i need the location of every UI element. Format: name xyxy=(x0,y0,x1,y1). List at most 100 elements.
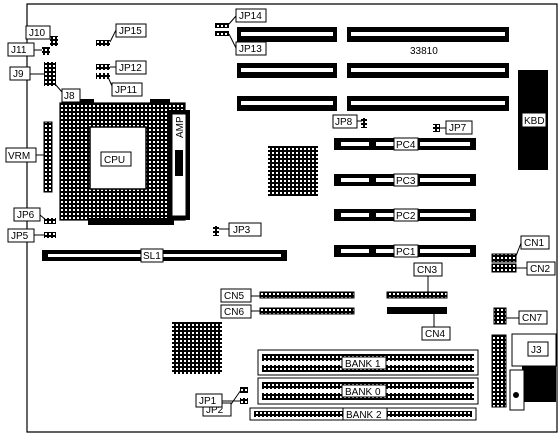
svg-text:PC4: PC4 xyxy=(396,140,416,151)
label-vrm: VRM xyxy=(5,147,37,163)
vrm-connector xyxy=(43,121,53,193)
label-jp3: JP3 xyxy=(228,222,262,237)
jp7-jumper xyxy=(433,124,440,132)
sl1-slot xyxy=(42,250,287,261)
svg-text:J11: J11 xyxy=(11,45,27,56)
label-pc1: PC1 xyxy=(393,244,419,258)
svg-text:JP14: JP14 xyxy=(239,11,262,22)
isa-slot-row-1: 33810 xyxy=(237,27,509,57)
cn3-header xyxy=(386,291,448,299)
svg-text:CN7: CN7 xyxy=(522,313,542,324)
j11-header xyxy=(42,47,50,55)
svg-text:KBD: KBD xyxy=(524,116,545,127)
label-pc2: PC2 xyxy=(393,208,419,222)
chipset-chip-lower xyxy=(172,322,222,374)
board-outline xyxy=(26,3,558,433)
svg-text:JP8: JP8 xyxy=(335,117,353,128)
label-jp6: JP6 xyxy=(13,207,41,222)
svg-text:CN3: CN3 xyxy=(417,265,437,276)
label-j9: J9 xyxy=(9,66,31,81)
label-pc3: PC3 xyxy=(393,173,419,187)
j3-connector-block xyxy=(491,333,557,411)
svg-text:CN2: CN2 xyxy=(530,264,550,275)
label-jp12: JP12 xyxy=(115,60,147,75)
svg-text:PC1: PC1 xyxy=(396,247,416,258)
svg-text:JP6: JP6 xyxy=(17,210,35,221)
svg-text:BANK 1: BANK 1 xyxy=(345,359,381,370)
svg-text:JP1: JP1 xyxy=(199,396,217,407)
svg-text:J8: J8 xyxy=(64,91,75,102)
label-sl1: SL1 xyxy=(140,248,164,263)
svg-text:JP5: JP5 xyxy=(11,231,29,242)
jp3-jumper xyxy=(213,226,219,236)
svg-text:JP13: JP13 xyxy=(239,44,262,55)
svg-text:J10: J10 xyxy=(29,28,46,39)
label-bank2: BANK 2 xyxy=(342,407,388,421)
label-jp15: JP15 xyxy=(115,23,147,38)
svg-text:JP3: JP3 xyxy=(233,225,251,236)
svg-text:SL1: SL1 xyxy=(143,251,161,262)
svg-text:VRM: VRM xyxy=(8,151,30,162)
cn2-header xyxy=(491,263,517,273)
chipset-chip-upper xyxy=(268,146,318,196)
svg-text:J3: J3 xyxy=(531,345,542,356)
label-jp14: JP14 xyxy=(235,8,267,23)
jp5-jumper xyxy=(44,232,56,238)
svg-text:JP15: JP15 xyxy=(119,26,142,37)
svg-text:BANK 2: BANK 2 xyxy=(346,410,382,421)
label-cn6: CN6 xyxy=(220,304,252,319)
label-amp: AMP xyxy=(175,116,186,138)
j10-header xyxy=(50,36,58,46)
svg-text:JP2: JP2 xyxy=(206,405,224,416)
isa-slot-row-2 xyxy=(237,63,509,78)
svg-text:CN1: CN1 xyxy=(524,238,544,249)
cn6-header xyxy=(259,307,355,315)
svg-text:PC2: PC2 xyxy=(396,211,416,222)
label-kbd: KBD xyxy=(521,112,547,128)
label-cpu: CPU xyxy=(100,151,132,167)
label-jp13: JP13 xyxy=(235,41,267,56)
svg-text:J9: J9 xyxy=(13,69,24,80)
svg-text:BANK 0: BANK 0 xyxy=(345,387,381,398)
j9-header xyxy=(44,62,56,86)
svg-text:CN5: CN5 xyxy=(224,291,244,302)
jp12-jumper xyxy=(96,64,110,70)
board-number: 33810 xyxy=(410,46,438,57)
label-cn4: CN4 xyxy=(421,326,451,341)
jp2-jumper xyxy=(240,387,248,393)
isa-slot-row-3 xyxy=(237,96,509,111)
label-cn7: CN7 xyxy=(518,310,548,325)
label-j10: J10 xyxy=(25,25,51,40)
svg-text:JP11: JP11 xyxy=(115,85,137,96)
jp11-jumper xyxy=(96,73,110,79)
svg-text:JP12: JP12 xyxy=(119,63,142,74)
label-jp11: JP11 xyxy=(111,82,143,97)
label-cn2: CN2 xyxy=(526,261,556,276)
jp13-jumper xyxy=(215,31,229,36)
svg-text:CN6: CN6 xyxy=(224,307,244,318)
jp15-jumper xyxy=(96,40,110,46)
jp6-jumper xyxy=(44,218,56,224)
jp14-jumper xyxy=(215,23,229,28)
label-cn5: CN5 xyxy=(220,288,252,303)
svg-text:PC3: PC3 xyxy=(396,176,416,187)
label-cn1: CN1 xyxy=(520,235,550,250)
label-pc4: PC4 xyxy=(393,137,419,151)
jp8-jumper xyxy=(361,118,367,128)
label-cn3: CN3 xyxy=(413,262,443,277)
cn5-header xyxy=(259,291,355,299)
label-j8: J8 xyxy=(61,88,81,103)
label-jp1: JP1 xyxy=(195,393,223,408)
cn4-header xyxy=(387,307,447,314)
jp1-jumper xyxy=(240,398,248,404)
label-bank1: BANK 1 xyxy=(341,356,387,370)
cn7-header xyxy=(493,307,507,325)
label-jp5: JP5 xyxy=(7,228,35,243)
label-jp8: JP8 xyxy=(332,114,358,129)
svg-text:CN4: CN4 xyxy=(425,329,445,340)
label-bank0: BANK 0 xyxy=(341,384,387,398)
cn1-header xyxy=(491,253,517,263)
label-j11: J11 xyxy=(7,42,35,57)
svg-text:JP7: JP7 xyxy=(449,123,467,134)
